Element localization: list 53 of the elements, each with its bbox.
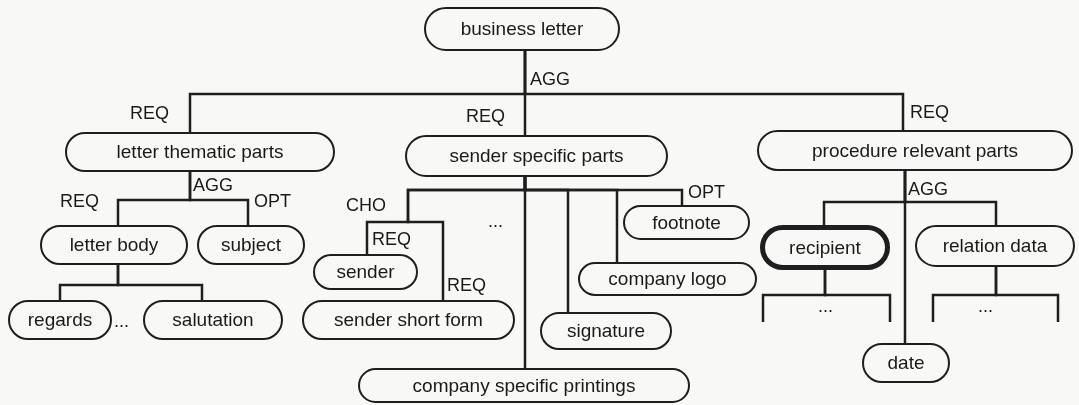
connector-line (188, 172, 250, 225)
edge-label: REQ (372, 230, 411, 248)
connector-line (116, 265, 204, 300)
node-label: company logo (608, 268, 727, 290)
rounded-box (313, 254, 418, 290)
edge-label: REQ (60, 192, 99, 210)
rounded-box (302, 300, 515, 340)
edge-label: REQ (910, 103, 949, 121)
connector-line (903, 171, 907, 343)
edge-label: OPT (688, 183, 725, 201)
edge-label: OPT (254, 192, 291, 210)
node-label: procedure relevant parts (812, 139, 1018, 162)
rounded-box (757, 130, 1073, 171)
rounded-box (40, 225, 188, 265)
node-label: date (887, 352, 925, 374)
node-label: relation data (942, 235, 1048, 257)
rounded-box (915, 225, 1075, 267)
rounded-box (65, 132, 335, 172)
rounded-box (862, 343, 950, 383)
connector-line (523, 51, 905, 130)
node-label: regards (27, 309, 93, 331)
edge-label: REQ (447, 276, 486, 294)
rounded-box (405, 135, 668, 177)
node-label: subject (220, 234, 282, 256)
connector-line (823, 270, 892, 322)
node-label: footnote (652, 211, 721, 234)
node-label: recipient (789, 236, 861, 259)
relation-label: AGG (908, 180, 948, 198)
node-label: sender specific parts (449, 145, 624, 167)
rounded-box (197, 225, 305, 265)
rounded-box (540, 312, 672, 350)
connector-line (523, 177, 527, 368)
rounded-box (623, 205, 750, 240)
connector-line (994, 267, 1060, 322)
node-label: sender short form (334, 309, 483, 331)
rounded-box (358, 368, 690, 403)
rounded-box (8, 300, 112, 340)
node-label: sender (336, 261, 395, 283)
relation-label: AGG (530, 70, 570, 88)
rounded-box (578, 262, 757, 296)
edge-label: REQ (466, 107, 505, 125)
node-label: letter thematic parts (116, 141, 284, 163)
node-label: business letter (460, 18, 584, 40)
node-label: company specific printings (412, 374, 636, 397)
node-label: signature (566, 320, 646, 342)
relation-label: CHO (346, 196, 386, 214)
relation-label: AGG (193, 176, 233, 194)
node-label: letter body (69, 234, 159, 256)
rounded-box (760, 225, 890, 270)
edge-label: REQ (130, 104, 169, 122)
node-label: salutation (172, 309, 254, 331)
rounded-box (424, 7, 620, 51)
rounded-box (143, 300, 283, 340)
